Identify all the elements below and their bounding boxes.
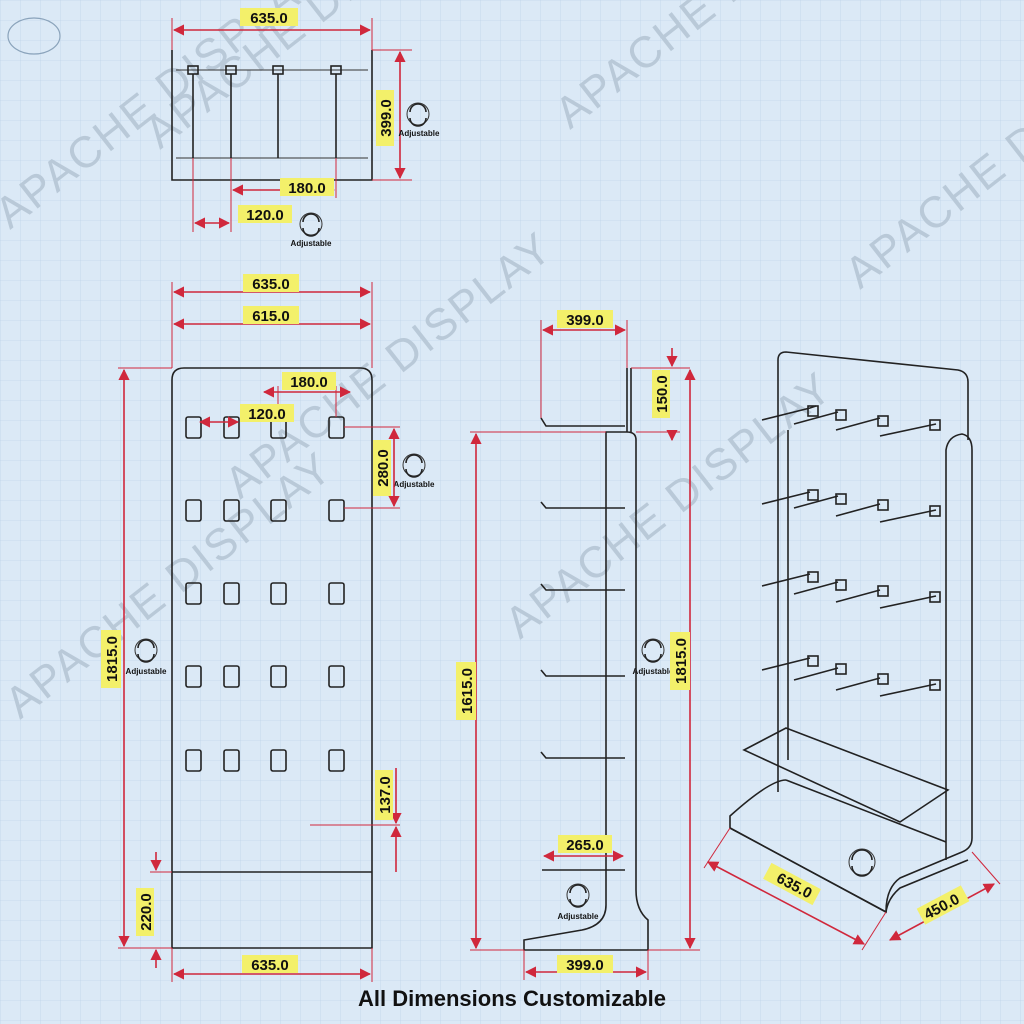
pegboard-hooks <box>185 416 345 772</box>
corner-logo <box>7 17 61 55</box>
footer-caption: All Dimensions Customizable <box>357 986 667 1011</box>
side-view: 399.0 150.0 1615.0 1815.0 265.0 399.0 <box>456 310 700 980</box>
side-depth-label: 399.0 <box>566 312 604 329</box>
side-panel-height-label: 1615.0 <box>459 668 476 714</box>
iso-hooks <box>761 405 941 697</box>
adjustable-label: Adjustable <box>126 667 167 676</box>
adjustable-label: Adjustable <box>399 129 440 138</box>
front-hook-offset-label: 120.0 <box>248 406 286 423</box>
iso-view: 635.0 450.0 <box>703 351 1001 951</box>
front-base-height-label: 220.0 <box>138 893 155 931</box>
top-view-hooks <box>187 65 342 158</box>
front-height-label: 1815.0 <box>104 636 121 682</box>
top-depth-label: 399.0 <box>378 99 395 137</box>
side-hook-arms <box>540 417 625 871</box>
front-bottom-gap-label: 137.0 <box>377 776 394 814</box>
side-base-depth-label: 399.0 <box>566 957 604 974</box>
adjustable-icon: Adjustable <box>126 638 167 676</box>
front-row-spacing-label: 280.0 <box>375 449 392 487</box>
front-base-width-label: 635.0 <box>251 957 289 974</box>
top-view: 635.0 399.0 180.0 120.0 <box>171 8 412 232</box>
front-view: 635.0 615.0 180.0 120.0 280.0 1815.0 137… <box>101 274 402 982</box>
front-width-label: 635.0 <box>252 276 290 293</box>
side-top-offset-label: 150.0 <box>654 375 671 413</box>
adjustable-icon: Adjustable <box>394 453 435 489</box>
adjustable-label: Adjustable <box>633 667 674 676</box>
adjustable-label: Adjustable <box>291 239 332 248</box>
top-width-label: 635.0 <box>250 10 288 27</box>
side-height-label: 1815.0 <box>673 638 690 684</box>
adjustable-icon: Adjustable <box>558 883 599 921</box>
adjustable-icon: Adjustable <box>633 638 674 676</box>
top-hook-offset-label: 120.0 <box>246 207 284 224</box>
adjustable-icon: Adjustable <box>399 102 440 138</box>
front-hook-spacing-label: 180.0 <box>290 374 328 391</box>
adjustable-icon: Adjustable <box>291 212 332 248</box>
top-hook-spacing-label: 180.0 <box>288 180 326 197</box>
adjustable-label: Adjustable <box>394 480 435 489</box>
side-shelf-depth-label: 265.0 <box>566 837 604 854</box>
front-panel-width-label: 615.0 <box>252 308 290 325</box>
adjustable-label: Adjustable <box>558 912 599 921</box>
